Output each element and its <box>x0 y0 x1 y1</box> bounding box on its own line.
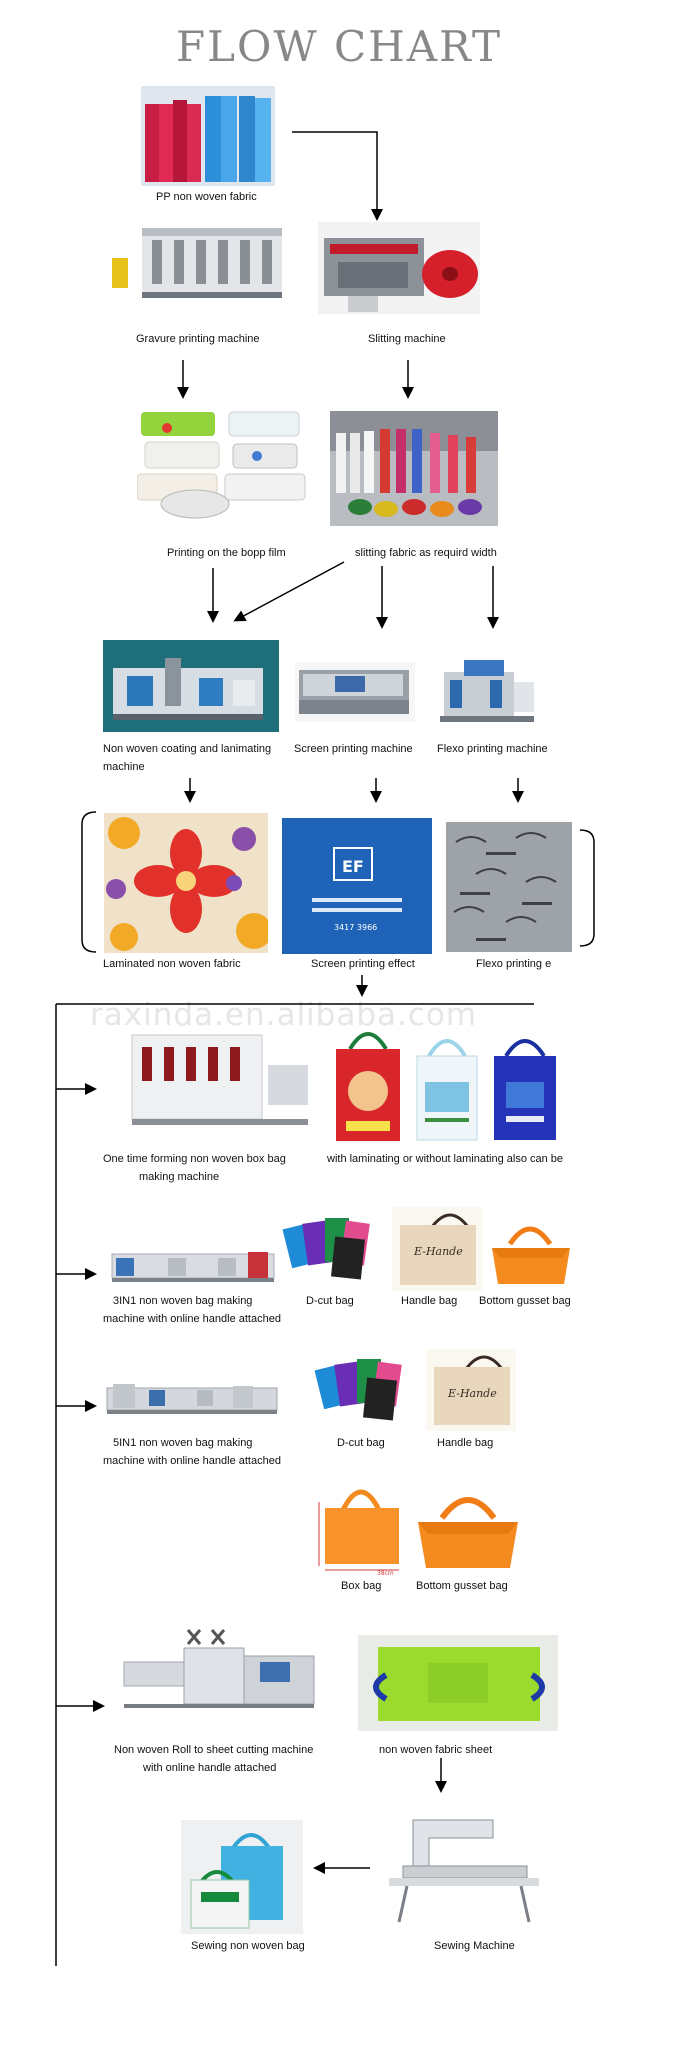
flexo-machine-image <box>434 652 540 727</box>
label-five-in-one-1: 5IN1 non woven bag making <box>113 1437 253 1449</box>
label-screen-machine: Screen printing machine <box>294 743 413 755</box>
svg-text:E-Hande: E-Hande <box>447 1387 497 1400</box>
flexo-effect-image <box>446 822 572 952</box>
svg-text:3417 3966: 3417 3966 <box>334 923 377 932</box>
label-three-in-one-1: 3IN1 non woven bag making <box>113 1295 253 1307</box>
screen-effect-image: EF 3417 3966 <box>282 818 432 954</box>
label-laminating-note: with laminating or without laminating al… <box>327 1153 564 1165</box>
watermark: raxinda.en.alibaba.com <box>90 997 478 1033</box>
label-sewing-machine: Sewing Machine <box>434 1940 515 1952</box>
label-slitting-fabric: slitting fabric as requird width <box>355 547 497 559</box>
pp-fabric-image <box>141 86 275 186</box>
label-dcut-bag-2: D-cut bag <box>337 1437 385 1449</box>
label-handle-bag: Handle bag <box>401 1295 458 1307</box>
label-three-in-one-2: machine with online handle attached <box>103 1313 281 1325</box>
label-handle-bag-2: Handle bag <box>437 1437 494 1449</box>
roll-cutting-machine-image <box>120 1626 320 1714</box>
svg-text:E-Hande: E-Hande <box>413 1245 463 1258</box>
sewing-machine-image <box>383 1810 545 1924</box>
sewing-bag-image <box>181 1820 303 1934</box>
handle-bag-image-2: E-Hande <box>426 1349 516 1431</box>
laminated-fabric-image <box>104 813 268 953</box>
bopp-film-image <box>137 408 309 520</box>
label-screen-effect: Screen printing effect <box>311 958 415 970</box>
box-bag-image: 38cm <box>313 1472 410 1576</box>
label-box-bag: Box bag <box>341 1580 382 1592</box>
label-coating-2: machine <box>103 761 145 773</box>
svg-text:38cm: 38cm <box>377 1570 394 1576</box>
label-bopp: Printing on the bopp film <box>167 547 286 559</box>
three-in-one-machine-image <box>108 1244 278 1290</box>
label-five-in-one-2: machine with online handle attached <box>103 1455 281 1467</box>
fabric-sheet-image <box>358 1635 558 1731</box>
label-bottom-gusset-bag: Bottom gusset bag <box>479 1295 571 1307</box>
label-sewing-bag: Sewing non woven bag <box>191 1940 305 1952</box>
label-box-bag-machine-1: One time forming non woven box bag <box>103 1153 286 1165</box>
bottom-gusset-bag-image-2 <box>412 1472 524 1576</box>
slitting-fabric-image <box>330 411 498 526</box>
dcut-bag-image <box>281 1208 385 1291</box>
handle-bag-image: E-Hande <box>392 1207 482 1291</box>
label-bottom-gusset-bag-2: Bottom gusset bag <box>416 1580 508 1592</box>
five-in-one-machine-image <box>103 1376 281 1424</box>
label-coating-1: Non woven coating and lanimating <box>103 743 272 755</box>
label-slitting: Slitting machine <box>368 333 446 345</box>
box-bag-machine-image <box>128 1025 312 1131</box>
bottom-gusset-bag-image <box>488 1208 574 1290</box>
label-laminated: Laminated non woven fabric <box>103 958 241 970</box>
dcut-bag-image-2 <box>313 1349 419 1431</box>
label-pp-fabric: PP non woven fabric <box>156 191 257 203</box>
label-roll-cutting-1: Non woven Roll to sheet cutting machine <box>114 1744 314 1756</box>
screen-printing-machine-image <box>295 662 415 722</box>
label-roll-cutting-2: with online handle attached <box>143 1762 277 1774</box>
label-box-bag-machine-2: making machine <box>139 1171 220 1183</box>
laminated-bag-blue-image <box>488 1026 562 1142</box>
laminated-bag-red-image <box>330 1025 406 1143</box>
gravure-machine-image <box>112 218 282 304</box>
label-gravure: Gravure printing machine <box>136 333 260 345</box>
laminated-bag-white-image <box>411 1026 483 1142</box>
svg-text:EF: EF <box>342 857 364 876</box>
page-title: FLOW CHART <box>176 22 502 71</box>
label-fabric-sheet: non woven fabric sheet <box>379 1744 493 1756</box>
slitting-machine-image <box>318 222 480 314</box>
label-flexo-effect: Flexo printing e <box>476 958 552 970</box>
label-flexo-machine: Flexo printing machine <box>437 743 548 755</box>
coating-machine-image <box>103 640 279 732</box>
label-dcut-bag: D-cut bag <box>306 1295 354 1307</box>
